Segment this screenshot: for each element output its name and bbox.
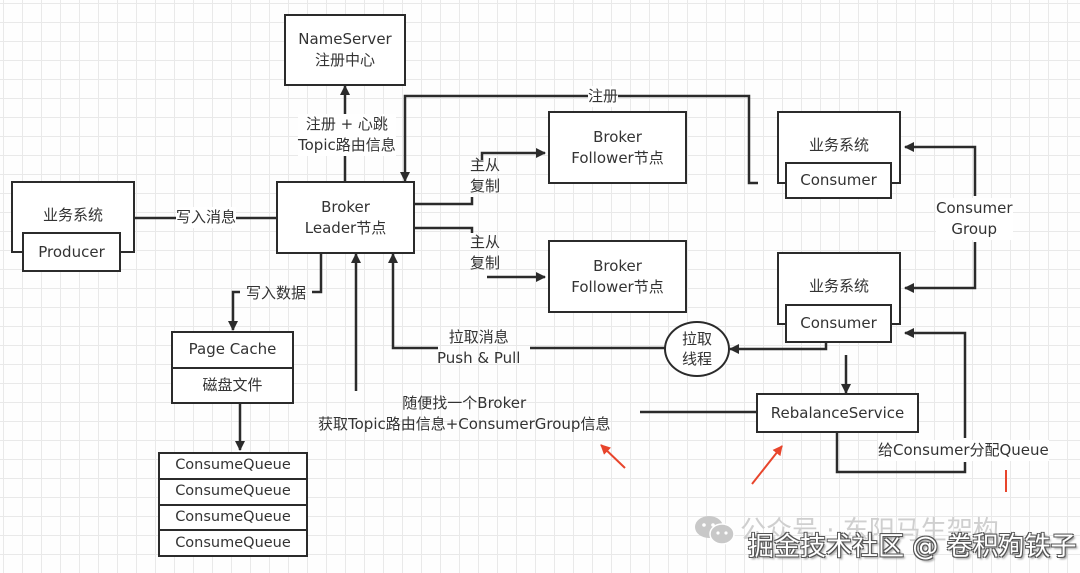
annotation-arrow-1 — [600, 444, 626, 469]
broker-follower-2-title: Broker — [593, 256, 642, 275]
label-replication-2: 主从 复制 — [470, 233, 501, 272]
broker-follower-1-title: Broker — [593, 127, 642, 146]
page-cache-cell: Page Cache — [173, 333, 292, 369]
page-cache-label: Page Cache — [188, 340, 277, 359]
broker-follower-1-subtitle: Follower节点 — [571, 148, 664, 167]
label-consumer-group: Consumer Group — [936, 198, 1013, 240]
nameserver-box[interactable]: NameServer 注册中心 — [284, 14, 406, 86]
watermark-front: 掘金技术社区 @ 卷积殉铁子 — [748, 532, 1077, 562]
edge-replication-1 — [414, 197, 474, 206]
broker-follower-box-2[interactable]: Broker Follower节点 — [548, 240, 687, 313]
consume-queue-label: ConsumeQueue — [175, 508, 291, 525]
storage-box[interactable]: Page Cache 磁盘文件 — [171, 331, 294, 404]
edge-consumer-to-pull-thread — [729, 343, 828, 354]
broker-follower-2-subtitle: Follower节点 — [571, 277, 664, 296]
consume-queue-label: ConsumeQueue — [175, 457, 291, 474]
label-register: 注册 — [588, 86, 619, 107]
pull-thread-line2: 线程 — [681, 350, 712, 368]
nameserver-title: NameServer — [298, 30, 392, 48]
broker-leader-box[interactable]: Broker Leader节点 — [276, 181, 415, 254]
annotation-arrow-2 — [751, 445, 783, 485]
label-find-broker: 随便找一个Broker 获取Topic路由信息+ConsumerGroup信息 — [318, 394, 611, 433]
edge-consumer-group — [904, 142, 977, 196]
rebalance-service-box[interactable]: RebalanceService — [756, 393, 919, 433]
label-replication-1: 主从 复制 — [470, 156, 501, 195]
wechat-icon — [693, 513, 737, 547]
broker-leader-title: Broker — [321, 197, 370, 216]
consume-queue-item: ConsumeQueue — [160, 506, 306, 532]
pull-thread-line1: 拉取 — [681, 330, 712, 348]
producer-system-title: 业务系统 — [42, 206, 103, 224]
consume-queue-item: ConsumeQueue — [160, 531, 306, 555]
consume-queue-label: ConsumeQueue — [175, 483, 291, 500]
disk-file-label: 磁盘文件 — [202, 375, 263, 394]
consumer-box-2[interactable]: Consumer — [785, 304, 892, 343]
consumer-1-label: Consumer — [800, 171, 877, 189]
broker-follower-box-1[interactable]: Broker Follower节点 — [548, 111, 687, 184]
consume-queue-stack[interactable]: ConsumeQueue ConsumeQueue ConsumeQueue C… — [158, 452, 308, 557]
consume-queue-item: ConsumeQueue — [160, 480, 306, 506]
producer-box[interactable]: Producer — [22, 232, 121, 272]
edge-assign-queue — [835, 433, 967, 474]
edge-write-data — [312, 254, 323, 294]
broker-leader-subtitle: Leader节点 — [304, 218, 387, 237]
edge-replication-2 — [414, 226, 474, 233]
consumer-system-2-title: 业务系统 — [808, 277, 869, 295]
consume-queue-label: ConsumeQueue — [175, 534, 291, 551]
disk-file-cell: 磁盘文件 — [173, 369, 292, 403]
watermark-back: 公众号 · 东阳马生架构 — [740, 516, 999, 546]
pull-thread-node[interactable]: 拉取 线程 — [664, 321, 730, 377]
rebalance-service-label: RebalanceService — [770, 403, 905, 422]
nameserver-subtitle: 注册中心 — [314, 51, 375, 69]
consumer-box-1[interactable]: Consumer — [785, 162, 892, 199]
consumer-2-label: Consumer — [800, 314, 877, 332]
edge-register — [400, 94, 758, 185]
label-write-message: 写入消息 — [176, 207, 237, 228]
label-assign-queue: 给Consumer分配Queue — [878, 440, 1049, 461]
label-write-data: 写入数据 — [246, 284, 307, 302]
label-pull-message: 拉取消息 Push & Pull — [437, 328, 521, 367]
producer-label: Producer — [38, 242, 105, 261]
label-register-heartbeat: 注册 + 心跳 Topic路由信息 — [298, 114, 396, 156]
consumer-system-1-title: 业务系统 — [808, 136, 869, 154]
consume-queue-item: ConsumeQueue — [160, 454, 306, 480]
